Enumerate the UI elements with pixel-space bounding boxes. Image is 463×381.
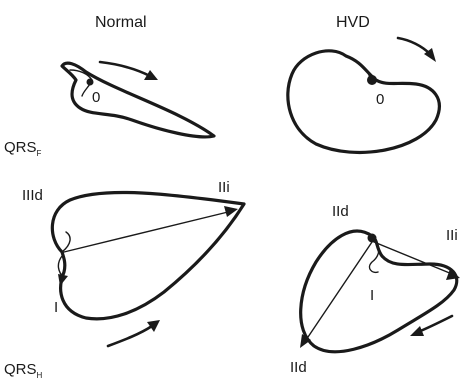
hvd-horizontal-origin-dot	[368, 234, 377, 243]
normal-horizontal-direction-arrow	[108, 326, 152, 346]
normal-frontal-origin-dot	[87, 79, 94, 86]
hvd-horizontal-arrowhead	[410, 326, 424, 336]
normal-horizontal-arrowhead	[147, 320, 160, 332]
hvd-frontal-origin-dot	[367, 75, 377, 85]
label-iid-lower: IId	[290, 359, 307, 376]
label-iid-upper: IId	[332, 203, 349, 220]
normal-horizontal-vector	[64, 212, 228, 252]
normal-frontal-origin-label: 0	[92, 89, 100, 106]
label-ii-i-hvd: IIi	[446, 227, 458, 244]
column-heading-hvd: HVD	[336, 14, 370, 31]
hvd-frontal-direction-arrow	[398, 38, 430, 54]
normal-horizontal-loop	[52, 192, 244, 318]
label-iiid: IIId	[22, 187, 43, 204]
normal-frontal-direction-arrow	[100, 62, 150, 76]
label-i-hvd: I	[370, 287, 374, 304]
hvd-horizontal-vector-posterior	[306, 242, 372, 340]
column-heading-normal: Normal	[95, 14, 147, 31]
hvd-horizontal-direction-arrow	[418, 316, 452, 332]
label-ii-i-normal: IIi	[218, 179, 230, 196]
normal-frontal-loop	[62, 63, 214, 137]
hvd-frontal-origin-label: 0	[376, 91, 384, 108]
label-i-normal: I	[54, 299, 58, 316]
row-label-frontal: QRSF	[4, 139, 42, 158]
row-label-horizontal: QRSH	[4, 361, 43, 380]
